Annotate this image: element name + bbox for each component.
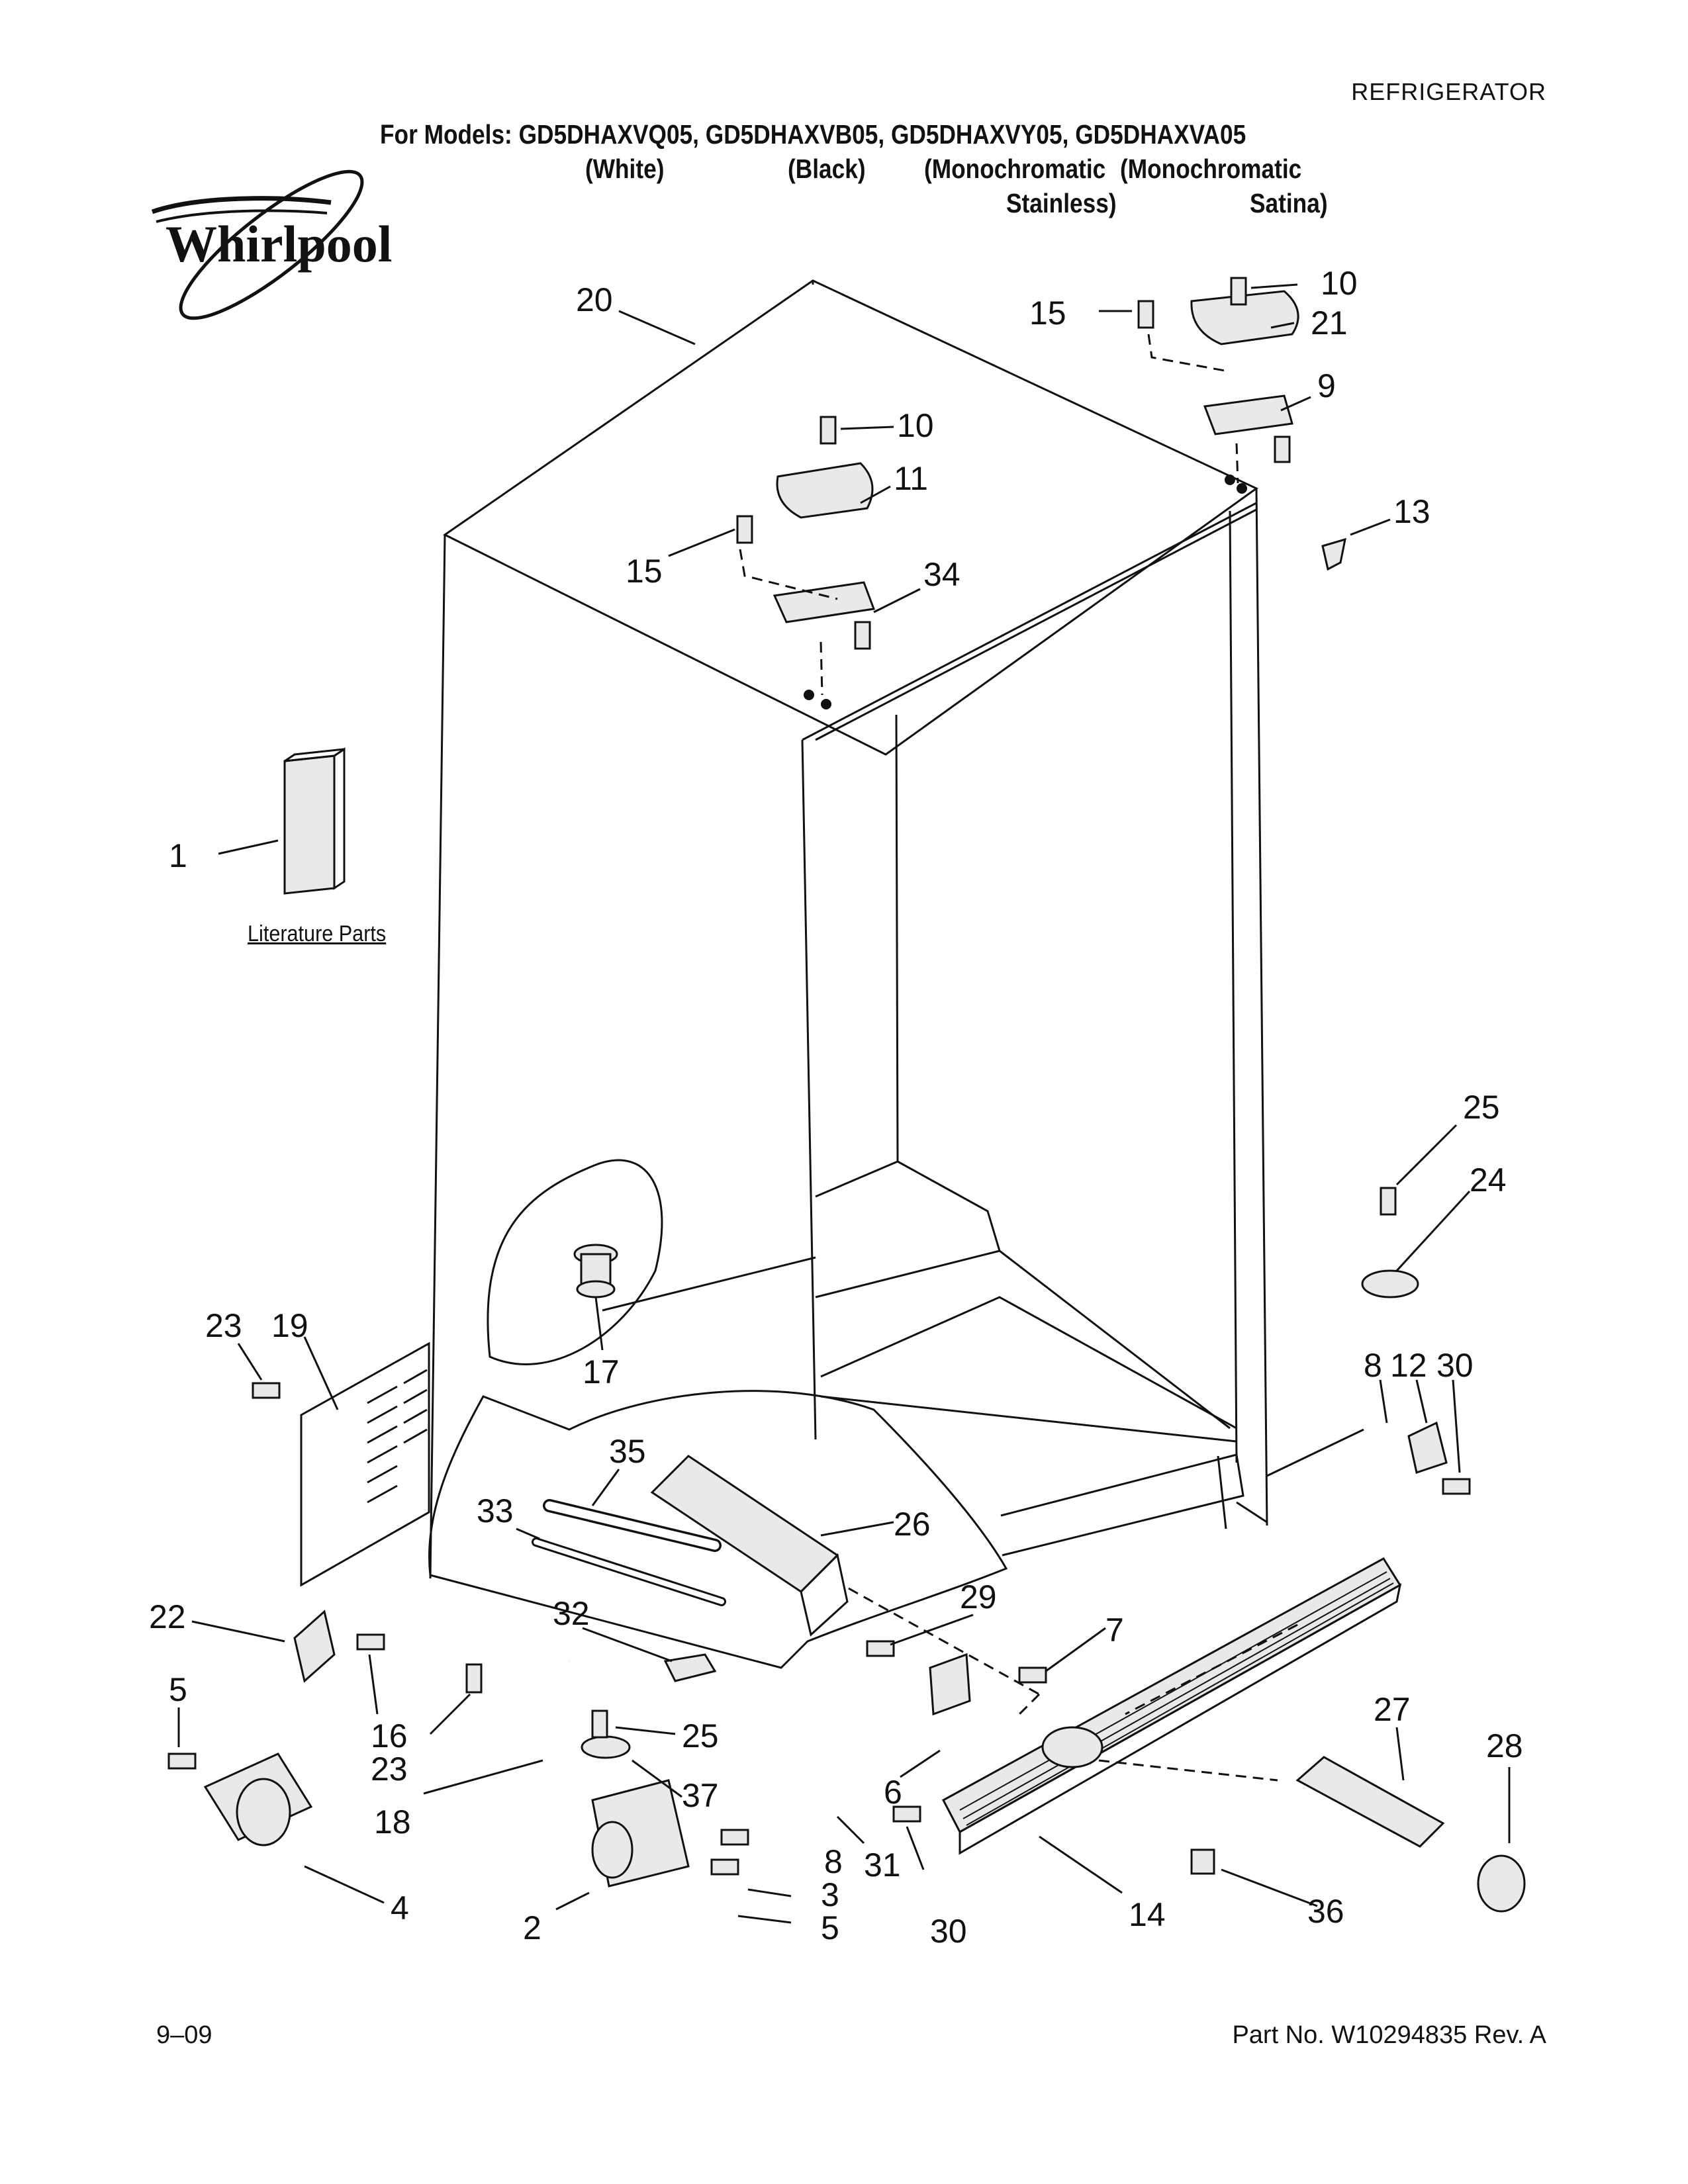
part-13-cap: [1321, 537, 1346, 571]
alignment-lines: [739, 334, 1298, 1782]
part-36-clip: [1190, 1848, 1215, 1875]
callout-19: 19: [271, 1307, 308, 1344]
callout-17: 17: [583, 1353, 620, 1390]
cabinet-cutaway: [428, 1159, 1008, 1669]
part-24-washer: [1361, 1269, 1419, 1298]
part-22-bracket: [293, 1610, 336, 1683]
callout-30b: 30: [930, 1913, 967, 1950]
callout-20: 20: [576, 281, 613, 318]
variant-satina-line1: (Monochromatic: [1120, 154, 1302, 184]
category-label: REFRIGERATOR: [1351, 78, 1546, 105]
callout-33: 33: [477, 1492, 514, 1529]
variant-satina-line2: Satina): [1250, 188, 1328, 218]
callout-35: 35: [609, 1433, 646, 1470]
callout-15a: 15: [1029, 295, 1066, 332]
literature-parts: [283, 747, 346, 895]
callout-25a: 25: [1463, 1089, 1500, 1126]
part-14-grille: [941, 1557, 1402, 1855]
callout-2: 2: [523, 1909, 541, 1946]
callout-1: 1: [169, 837, 187, 874]
callout-9: 9: [1317, 367, 1336, 404]
callout-32: 32: [553, 1595, 590, 1632]
screws: [167, 277, 1471, 1876]
callout-4: 4: [391, 1889, 409, 1927]
variant-stainless-line2: Stainless): [1006, 188, 1117, 218]
callout-12: 12: [1390, 1347, 1427, 1384]
callout-26: 26: [894, 1506, 931, 1543]
models-line: For Models: GD5DHAXVQ05, GD5DHAXVB05, GD…: [380, 119, 1246, 150]
literature-parts-label: Literature Parts: [248, 921, 387, 946]
leader-lines: [177, 283, 1511, 1924]
callout-23a: 23: [205, 1307, 242, 1344]
callout-25b: 25: [682, 1717, 719, 1754]
callout-18: 18: [374, 1803, 411, 1841]
footer-date: 9–09: [156, 2021, 212, 2049]
callout-29: 29: [960, 1578, 997, 1615]
part-28-cap: [1477, 1854, 1526, 1913]
callout-34: 34: [923, 556, 961, 593]
callout-16: 16: [371, 1717, 408, 1754]
callout-15b: 15: [626, 553, 663, 590]
top-hinge-left: [773, 462, 876, 709]
callout-27: 27: [1374, 1691, 1411, 1728]
part-33-35-tubes: [532, 1499, 726, 1606]
part-6-bracket: [929, 1653, 971, 1716]
callout-37: 37: [682, 1777, 719, 1814]
part-12-bracket: [1407, 1421, 1448, 1474]
cabinet-shell: [429, 279, 1364, 1579]
callout-30a: 30: [1436, 1347, 1474, 1384]
callout-22: 22: [149, 1598, 186, 1635]
whirlpool-logo: Whirlpool: [151, 169, 392, 320]
part-37-washer: [581, 1735, 631, 1759]
callout-7: 7: [1105, 1612, 1124, 1649]
variant-stainless-line1: (Monochromatic: [924, 154, 1106, 184]
callout-24: 24: [1470, 1161, 1507, 1199]
part-2-leveler: [591, 1779, 690, 1888]
callout-23b: 23: [371, 1751, 408, 1788]
top-hinge-right: [1190, 290, 1299, 494]
callout-31: 31: [864, 1846, 901, 1884]
callout-11: 11: [894, 460, 928, 497]
callout-13: 13: [1393, 493, 1430, 530]
callout-5a: 5: [169, 1671, 187, 1708]
part-4-roller: [203, 1752, 313, 1846]
part-17-grommet: [573, 1244, 618, 1298]
callout-3: 3: [821, 1876, 839, 1913]
part-19-panel: [300, 1342, 430, 1587]
part-27-filter: [1295, 1756, 1445, 1848]
variant-white: (White): [585, 154, 665, 184]
callout-36: 36: [1307, 1893, 1344, 1930]
callout-6: 6: [884, 1774, 902, 1811]
callout-10a: 10: [1321, 265, 1358, 302]
variant-black: (Black): [788, 154, 866, 184]
callout-5b: 5: [821, 1909, 839, 1946]
part-32-block: [663, 1653, 717, 1682]
callout-28: 28: [1486, 1727, 1523, 1764]
callout-8b: 8: [824, 1843, 843, 1880]
footer-part-number: Part No. W10294835 Rev. A: [1232, 2021, 1546, 2049]
callout-14: 14: [1129, 1896, 1166, 1933]
callout-10b: 10: [897, 407, 934, 444]
callout-8a: 8: [1364, 1347, 1382, 1384]
callout-21: 21: [1311, 304, 1348, 341]
callout-numbers: 1 2 3 4 5 5 6 7 8 8 9 10 10 11 12 13 14 …: [149, 265, 1523, 1950]
part-26-tray: [650, 1455, 849, 1637]
brand-name: Whirlpool: [165, 215, 392, 273]
